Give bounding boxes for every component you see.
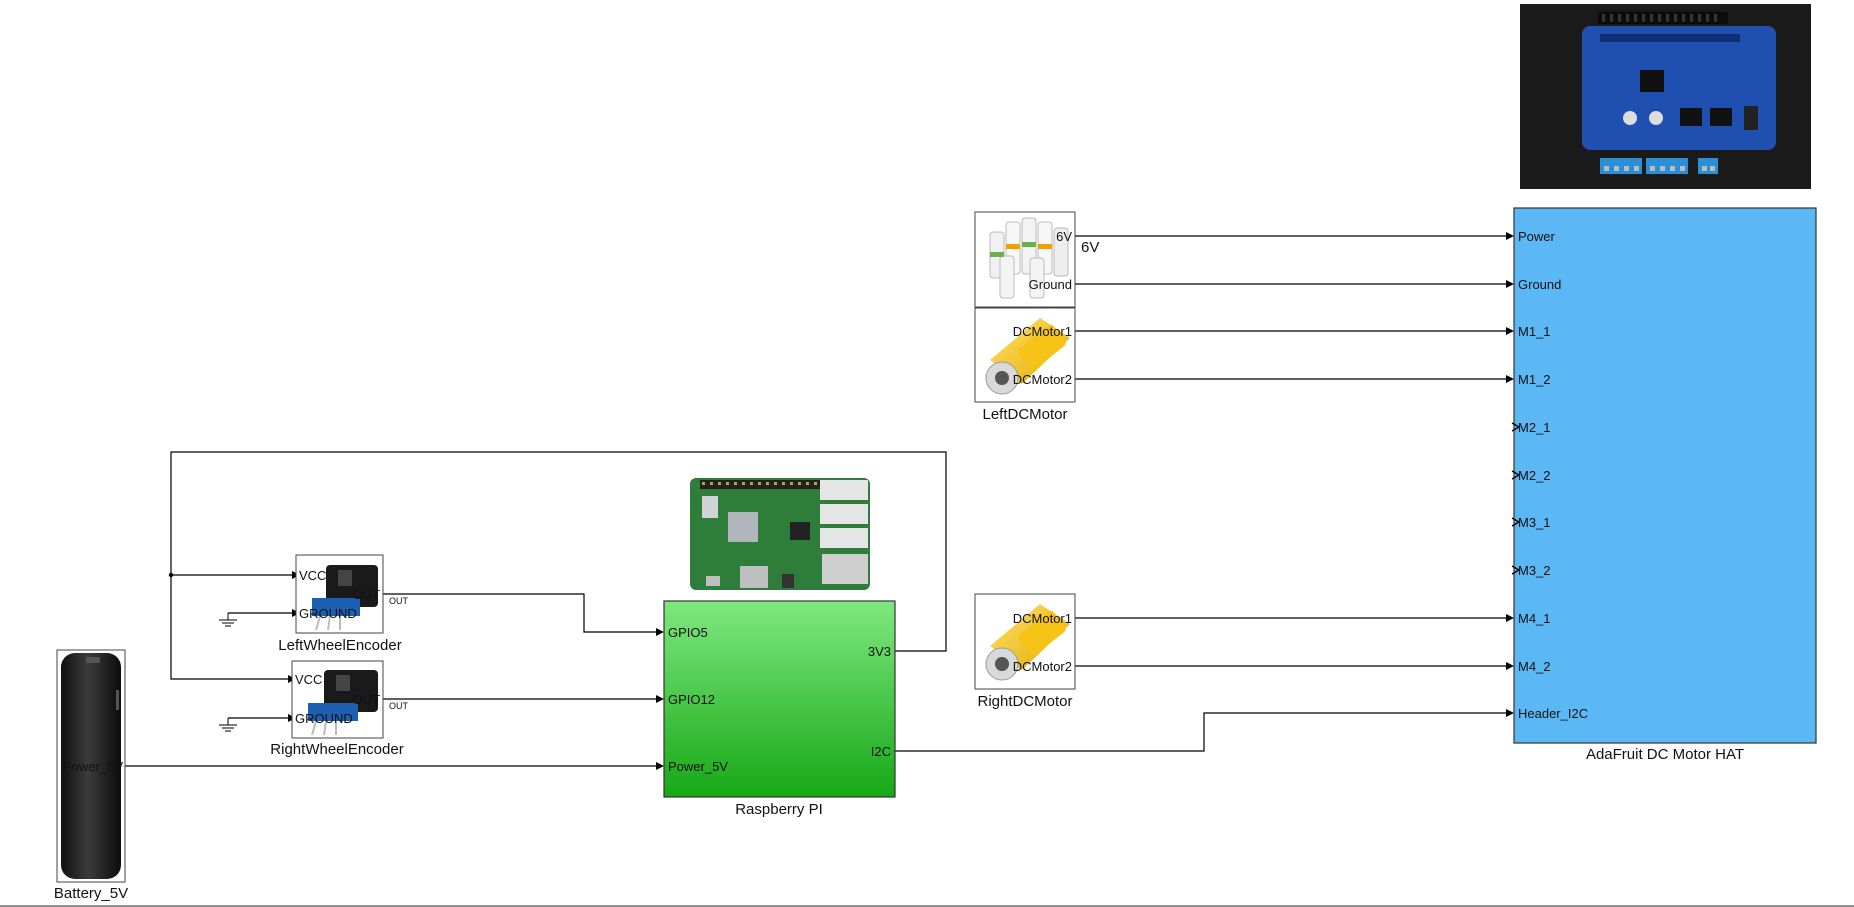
wire-junction [168,572,174,578]
arrow-hat-ground [1506,280,1514,288]
wire-3v3-to-vcc[interactable] [170,451,947,680]
left-encoder-port-ground: GROUND [299,606,357,621]
right-encoder-port-vcc: VCC [295,672,322,687]
arrow-hat-m1-1 [1506,327,1514,335]
rpi-port-power-5v: Power_5V [668,759,728,774]
arrow-hat-m4-1 [1506,614,1514,622]
left-encoder-out-signal: OUT [389,596,409,606]
rpi-block-name: Raspberry PI [735,801,823,818]
hat-inport-m3-1[interactable] [1511,517,1521,527]
hat-inport-m2-1[interactable] [1511,422,1521,432]
right-encoder-port-ground: GROUND [295,711,353,726]
arrow-header-i2c [1506,709,1514,717]
hat-port-m4-1: M4_1 [1518,611,1551,626]
battery-block-name: Battery_5V [54,885,128,902]
power-bank-image [61,653,121,879]
arrow-hat-power [1506,232,1514,240]
rpi-port-3v3: 3V3 [868,644,891,659]
right-encoder-out-signal: OUT [389,701,409,711]
left-motor-block-name: LeftDCMotor [982,406,1067,423]
hat-port-ground: Ground [1518,277,1561,292]
hat-port-m4-2: M4_2 [1518,659,1551,674]
right-motor-port-dcmotor1: DCMotor1 [1013,611,1072,626]
hat-port-m1-1: M1_1 [1518,324,1551,339]
left-encoder-port-vcc: VCC [299,568,326,583]
left-encoder-port-out: OUT [353,587,381,602]
block-left-wheel-encoder[interactable]: VCC GROUND OUT OUT LeftWheelEncoder [278,554,409,654]
left-motor-port-dcmotor1: DCMotor1 [1013,324,1072,339]
supply-port-ground: Ground [1029,277,1072,292]
dc-motor-image [985,318,1070,395]
ground-symbol-left[interactable] [219,613,237,627]
raspberry-pi-board-image [690,478,870,590]
block-battery-5v[interactable]: Power_5V Battery_5V [54,649,128,902]
motor-hat-board-image [1520,4,1811,189]
arrow-hat-m1-2 [1506,375,1514,383]
block-raspberry-pi[interactable]: GPIO5 GPIO12 Power_5V 3V3 I2C Raspberry … [663,600,896,818]
hat-inport-m2-2[interactable] [1511,470,1521,480]
supply-6v-signal-label: 6V [1081,239,1099,256]
hat-port-m1-2: M1_2 [1518,372,1551,387]
encoder-image [312,565,378,631]
block-6v-supply[interactable]: 6V Ground 6V [974,211,1099,308]
wire-i2c-header[interactable] [895,712,1506,752]
hat-port-m2-1: M2_1 [1518,420,1551,435]
ground-symbol-right[interactable] [219,718,237,732]
arrow-gpio5 [656,628,664,636]
hat-block-name: AdaFruit DC Motor HAT [1586,746,1744,763]
left-encoder-block-name: LeftWheelEncoder [278,637,401,654]
hat-port-header-i2c: Header_I2C [1518,706,1588,721]
battery-port-power-5v: Power_5V [63,759,123,774]
aa-batteries-image [989,217,1069,299]
block-right-dc-motor[interactable]: DCMotor1 DCMotor2 RightDCMotor [974,593,1076,710]
block-adafruit-motor-hat[interactable]: Power Ground M1_1 M1_2 M2_1 M2_2 M3_1 M3… [1511,207,1817,763]
rpi-port-i2c: I2C [871,744,891,759]
hat-port-m2-2: M2_2 [1518,468,1551,483]
dc-motor-image [985,604,1070,681]
hat-inport-m3-2[interactable] [1511,565,1521,575]
supply-port-6v: 6V [1056,229,1072,244]
arrow-hat-m4-2 [1506,662,1514,670]
arrow-gpio12 [656,695,664,703]
arrow-rpi-power [656,762,664,770]
wire-left-out-gpio5[interactable] [383,593,656,633]
encoder-image [308,670,378,736]
wires [125,232,1514,770]
block-right-wheel-encoder[interactable]: VCC GROUND OUT OUT RightWheelEncoder [270,660,409,758]
right-encoder-block-name: RightWheelEncoder [270,741,403,758]
hat-port-power: Power [1518,229,1556,244]
rpi-port-gpio5: GPIO5 [668,625,708,640]
right-motor-block-name: RightDCMotor [977,693,1072,710]
rpi-port-gpio12: GPIO12 [668,692,715,707]
hat-port-m3-2: M3_2 [1518,563,1551,578]
block-left-dc-motor[interactable]: DCMotor1 DCMotor2 LeftDCMotor [974,307,1076,423]
right-encoder-port-out: OUT [353,692,381,707]
hat-port-m3-1: M3_1 [1518,515,1551,530]
left-motor-port-dcmotor2: DCMotor2 [1013,372,1072,387]
right-motor-port-dcmotor2: DCMotor2 [1013,659,1072,674]
